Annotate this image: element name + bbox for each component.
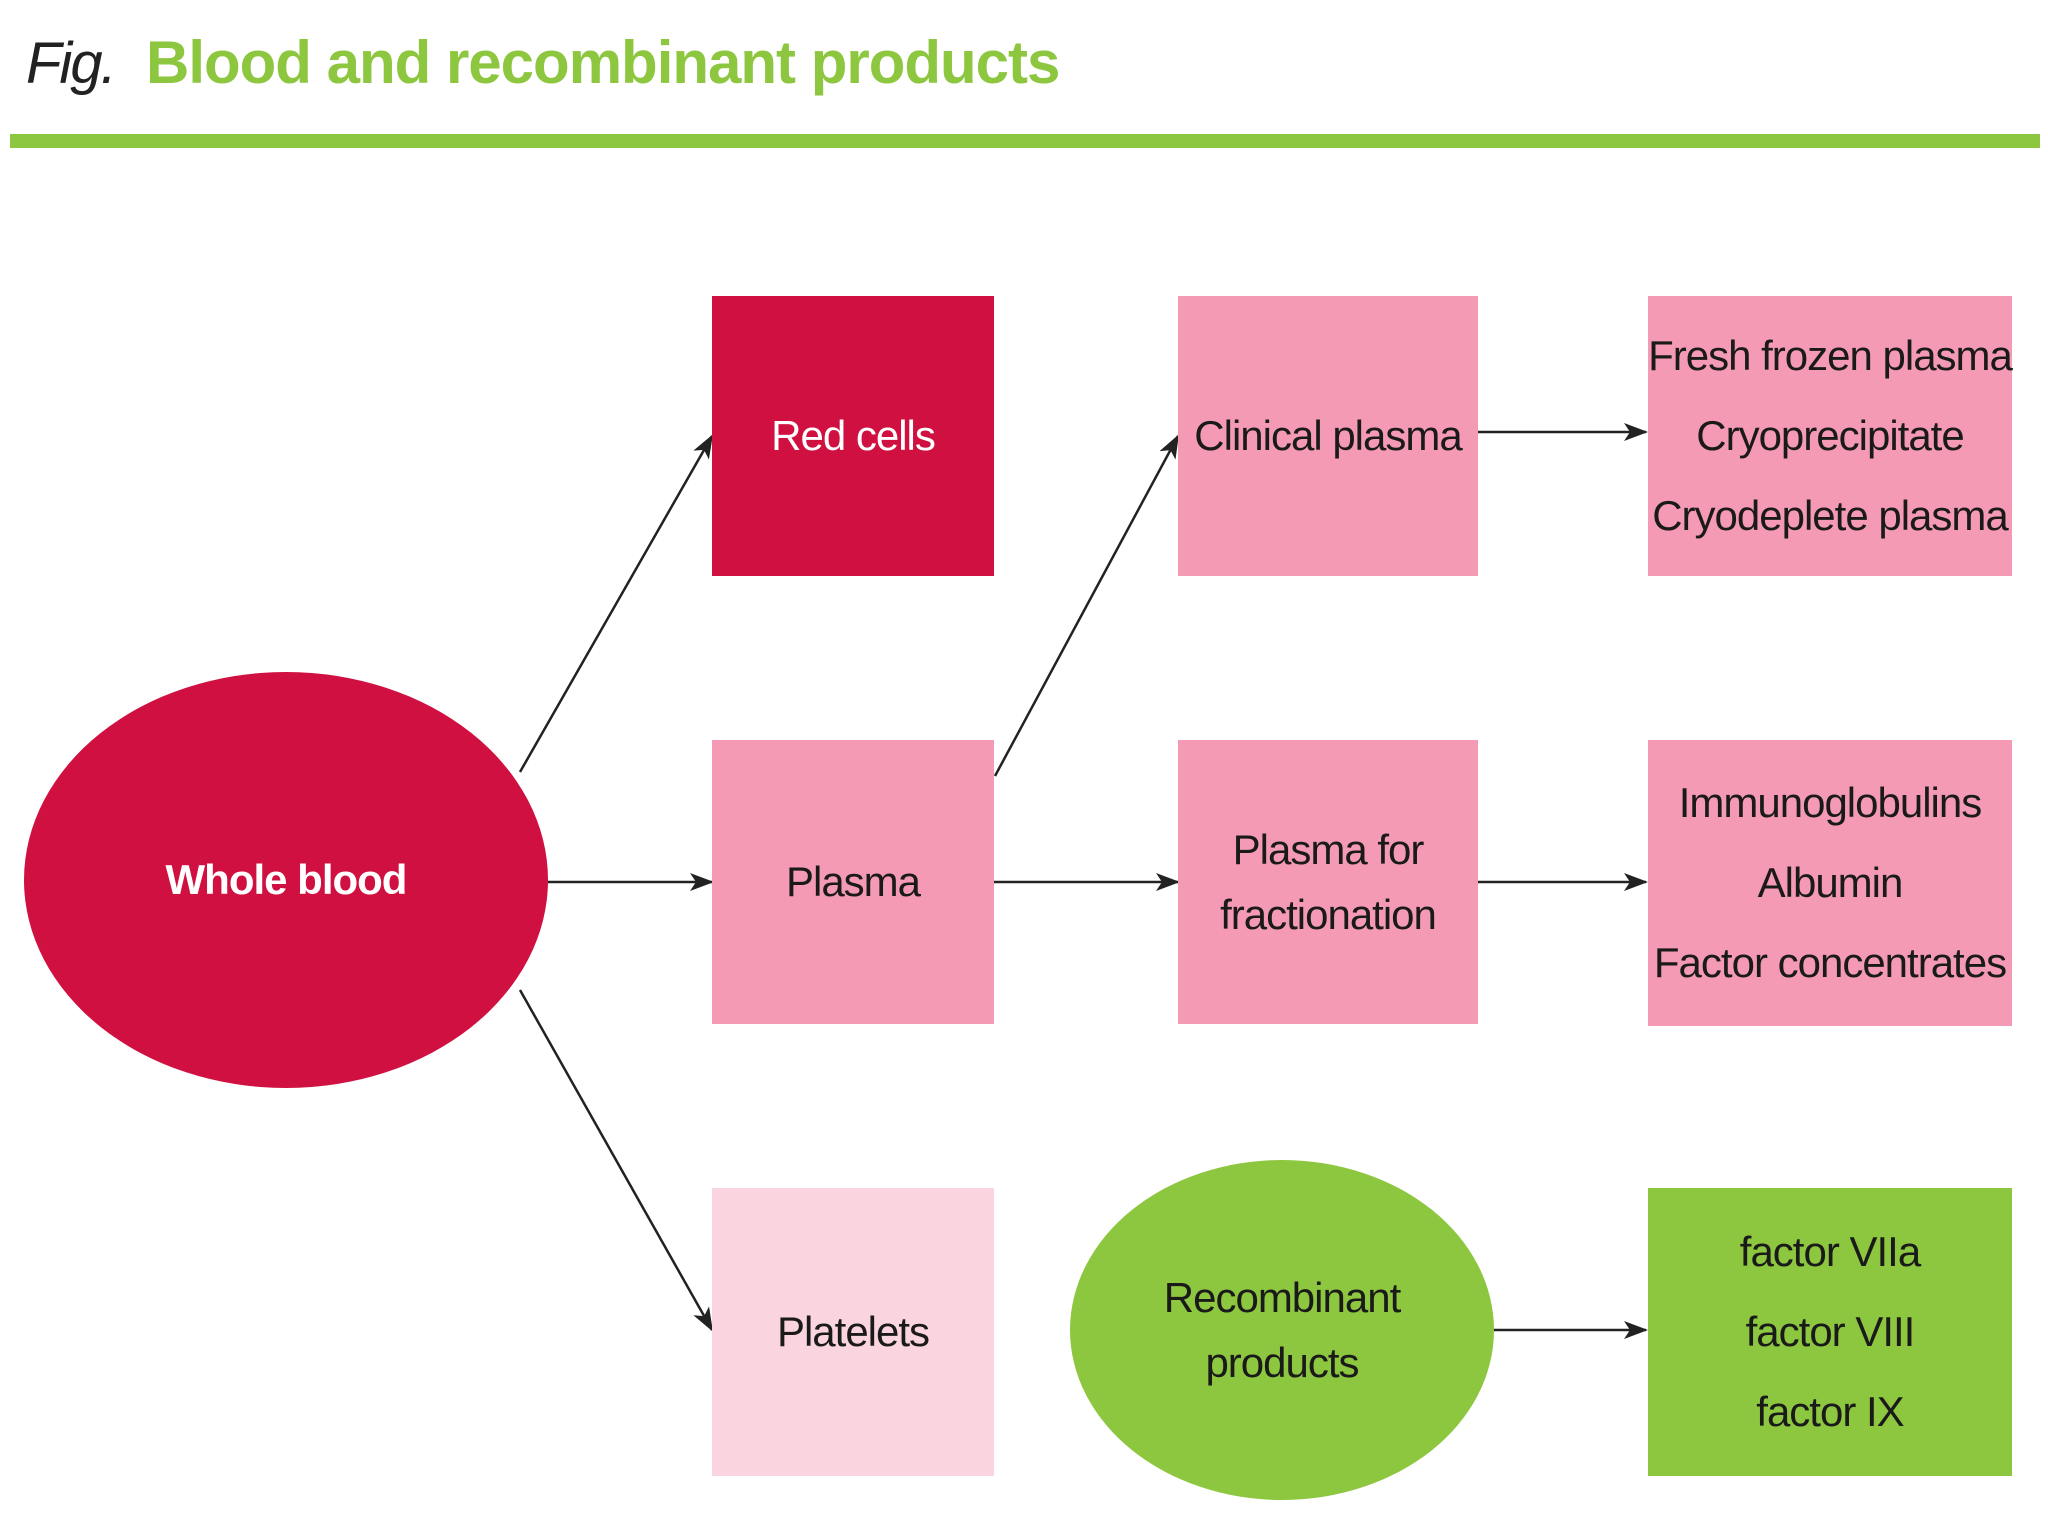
arrow-whole-to-red — [518, 434, 714, 773]
node-recombinant-products: Recombinant products — [1070, 1160, 1494, 1500]
node-fractionation-products: Immunoglobulins Albumin Factor concentra… — [1648, 740, 2012, 1026]
figure-label: Fig. — [26, 31, 117, 96]
node-platelets-label: Platelets — [776, 1307, 930, 1355]
figure-title: Blood and recombinant products — [146, 29, 1060, 96]
node-clinical-plasma: Clinical plasma — [1178, 296, 1478, 576]
node-red-cells-label: Red cells — [771, 411, 936, 459]
node-plasma: Plasma — [712, 740, 994, 1024]
list-item-factor-viii: factor VIII — [1745, 1307, 1916, 1355]
node-recombinant-factors: factor VIIa factor VIII factor IX — [1648, 1188, 2012, 1476]
node-whole-blood: Whole blood — [24, 672, 548, 1088]
arrow-plasma-to-clinical — [993, 434, 1180, 777]
node-clinical-plasma-label: Clinical plasma — [1194, 411, 1462, 459]
list-item-factor-viia: factor VIIa — [1739, 1228, 1921, 1275]
node-clinical-products: Fresh frozen plasma Cryoprecipitate Cryo… — [1648, 296, 2013, 576]
list-item-cryodeplete-plasma: Cryodeplete plasma — [1652, 491, 2009, 539]
list-item-fresh-frozen-plasma: Fresh frozen plasma — [1648, 332, 2013, 379]
node-plasma-label: Plasma — [785, 857, 921, 905]
node-whole-blood-label: Whole blood — [165, 855, 408, 903]
node-plasma-for-fractionation: Plasma for fractionation — [1178, 740, 1478, 1024]
list-item-albumin: Albumin — [1757, 858, 1904, 906]
node-plasma-fractionation-line-1: Plasma for — [1232, 825, 1425, 873]
node-plasma-fractionation-line-2: fractionation — [1220, 891, 1437, 938]
list-item-immunoglobulins: Immunoglobulins — [1678, 779, 1983, 826]
node-platelets: Platelets — [712, 1188, 994, 1476]
list-item-factor-concentrates: Factor concentrates — [1653, 938, 2007, 986]
list-item-factor-ix: factor IX — [1756, 1387, 1904, 1435]
list-item-cryoprecipitate: Cryoprecipitate — [1696, 411, 1964, 459]
header-rule — [10, 134, 2040, 148]
arrow-whole-to-platelets — [518, 989, 714, 1332]
node-recombinant-line-2: products — [1205, 1339, 1359, 1386]
node-recombinant-line-1: Recombinant — [1163, 1273, 1401, 1321]
node-red-cells: Red cells — [712, 296, 994, 576]
